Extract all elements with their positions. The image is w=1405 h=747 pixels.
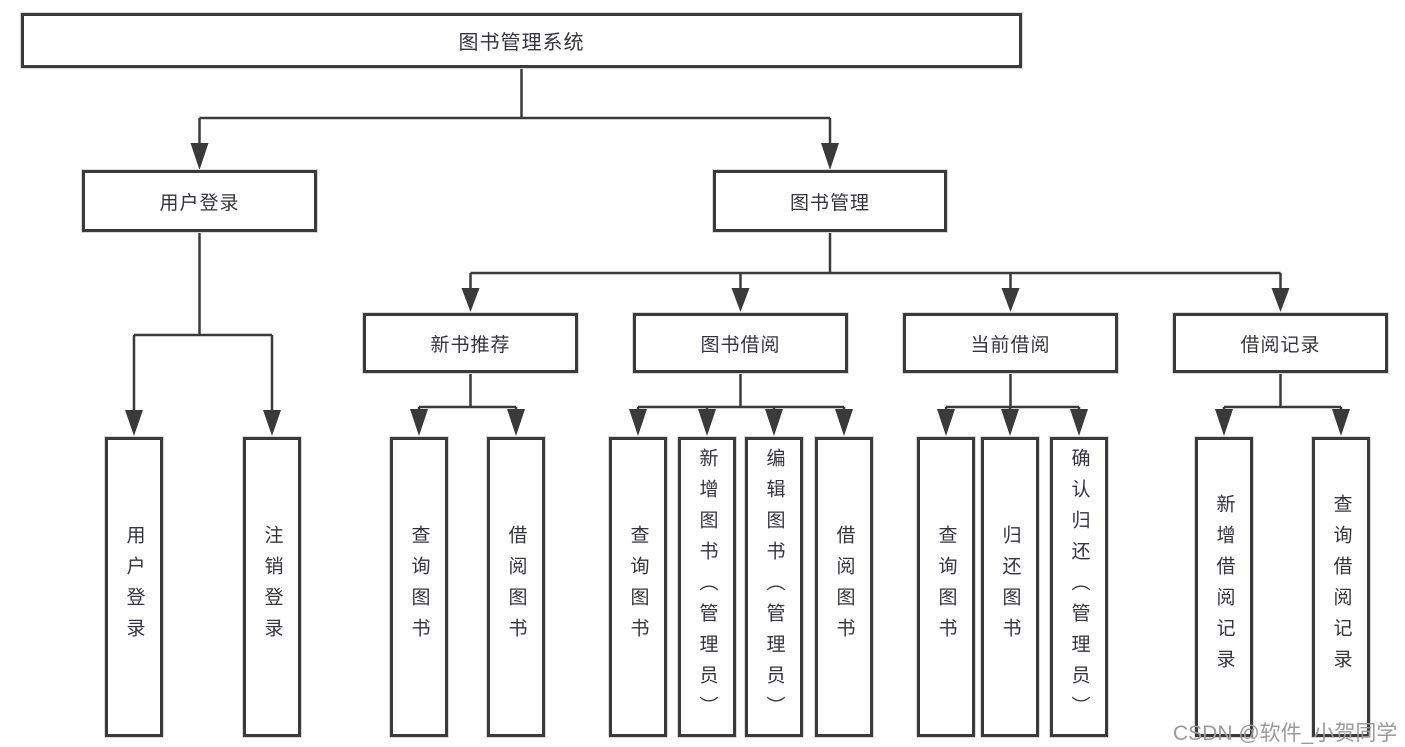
- leaf-add-book-admin: 新增图书（管理员）: [677, 436, 737, 738]
- leaf-borrow-books-1: 借阅图书: [486, 436, 546, 738]
- node-root: 图书管理系统: [20, 12, 1023, 69]
- node-book-management: 图书管理: [712, 169, 948, 233]
- leaf-query-books-1: 查询图书: [389, 436, 449, 738]
- leaf-logout-label: 注销登录: [261, 525, 283, 649]
- leaf-edit-book-admin: 编辑图书（管理员）: [744, 436, 804, 738]
- leaf-query-borrow-record-label: 查询借阅记录: [1330, 494, 1352, 680]
- connector-new-book-recommend-to-leaves: [417, 373, 518, 411]
- node-new-book-recommend-label: 新书推荐: [430, 334, 511, 356]
- leaf-query-books-3-label: 查询图书: [935, 525, 957, 649]
- leaf-borrow-books-1-label: 借阅图书: [505, 525, 527, 649]
- leaf-query-books-1-label: 查询图书: [408, 525, 430, 649]
- connector-root-to-level2: [198, 68, 832, 144]
- connector-current-borrow-to-leaves: [944, 373, 1081, 411]
- node-borrow-records-label: 借阅记录: [1240, 334, 1321, 356]
- leaf-add-book-admin-label: 新增图书（管理员）: [696, 447, 718, 727]
- leaf-add-borrow-record: 新增借阅记录: [1194, 436, 1254, 738]
- connector-borrow-records-to-leaves: [1222, 373, 1343, 411]
- node-borrow-records: 借阅记录: [1172, 312, 1389, 374]
- node-user-login: 用户登录: [81, 169, 318, 233]
- leaf-borrow-books-2: 借阅图书: [814, 436, 874, 738]
- leaf-confirm-return-admin: 确认归还（管理员）: [1049, 436, 1109, 738]
- node-root-label: 图书管理系统: [458, 32, 585, 54]
- connector-book-management-to-level3: [469, 232, 1282, 289]
- leaf-query-books-3: 查询图书: [916, 436, 976, 738]
- node-current-borrow: 当前借阅: [902, 312, 1119, 374]
- leaf-return-book: 归还图书: [980, 436, 1040, 738]
- connector-user-login-to-leaves: [132, 232, 274, 411]
- leaf-add-borrow-record-label: 新增借阅记录: [1213, 494, 1235, 680]
- node-book-management-label: 图书管理: [789, 192, 870, 214]
- leaf-confirm-return-admin-label: 确认归还（管理员）: [1068, 447, 1090, 727]
- leaf-query-borrow-record: 查询借阅记录: [1311, 436, 1371, 738]
- node-new-book-recommend: 新书推荐: [362, 312, 579, 374]
- leaf-query-books-2-label: 查询图书: [627, 525, 649, 649]
- leaf-query-books-2: 查询图书: [608, 436, 668, 738]
- node-book-borrow-label: 图书借阅: [700, 334, 781, 356]
- leaf-user-login: 用户登录: [104, 436, 164, 738]
- node-current-borrow-label: 当前借阅: [970, 334, 1051, 356]
- leaf-logout: 注销登录: [242, 436, 302, 738]
- arrowheads: [125, 143, 1350, 436]
- watermark: CSDN @软件_小贺同学: [1173, 722, 1398, 745]
- leaf-return-book-label: 归还图书: [999, 525, 1021, 649]
- node-book-borrow: 图书借阅: [632, 312, 849, 374]
- leaf-edit-book-admin-label: 编辑图书（管理员）: [763, 447, 785, 727]
- node-user-login-label: 用户登录: [159, 192, 240, 214]
- leaf-user-login-label: 用户登录: [123, 525, 145, 649]
- connector-book-borrow-to-leaves: [636, 373, 846, 411]
- leaf-borrow-books-2-label: 借阅图书: [833, 525, 855, 649]
